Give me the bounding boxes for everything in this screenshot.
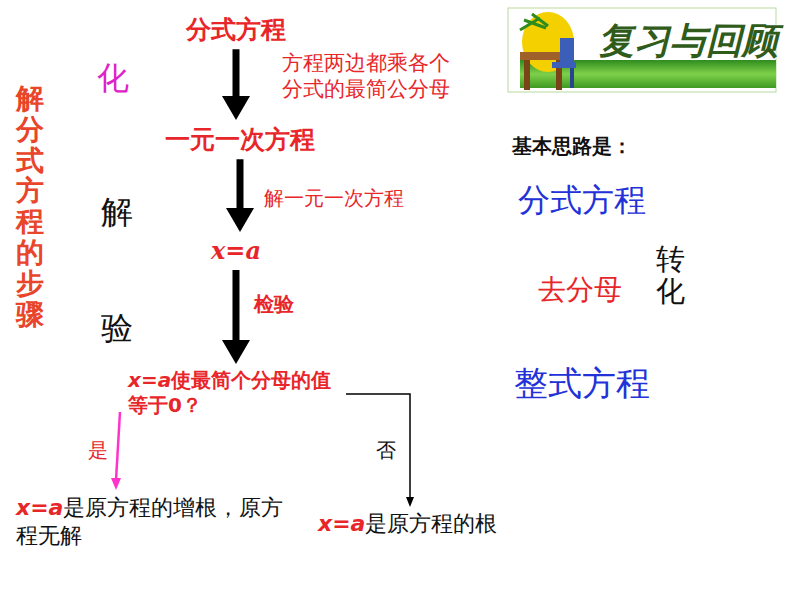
result-extraneous: x=a是原方程的增根，原方程无解 xyxy=(16,494,288,549)
edge-label: 是 xyxy=(86,438,110,463)
idea-text: 分式方程 xyxy=(518,180,646,220)
vertical-title: 解分式方程的步骤 xyxy=(16,84,44,330)
idea-text: 转化 xyxy=(656,244,685,308)
idea-text: 去分母 xyxy=(538,272,622,307)
solution-value: x=a xyxy=(211,236,261,266)
step-label: 解 xyxy=(101,192,133,232)
chair-back xyxy=(560,38,574,64)
node-text: x=a是原方程的增根，原方程无解 xyxy=(16,494,288,549)
check-question: x=a使最简个分母的值等于0？ xyxy=(128,368,342,418)
flow-arrow xyxy=(226,159,254,232)
step-label: 化 xyxy=(97,58,129,98)
edge-label: 否 xyxy=(374,438,398,463)
node-text: 分式方程 xyxy=(186,14,286,45)
node-text: 一元一次方程 xyxy=(165,124,315,155)
result-root: x=a是原方程的根 xyxy=(318,510,568,538)
edge-label: 方程两边都乘各个分式的最简公分母 xyxy=(280,50,468,103)
node-text: x=a xyxy=(211,236,261,266)
note-heading: 基本思路是： xyxy=(512,134,632,159)
desk-leg xyxy=(524,60,530,90)
equation-step: 一元一次方程 xyxy=(165,124,315,155)
flow-arrow xyxy=(222,49,250,120)
branch-arrow xyxy=(346,394,414,507)
branch-arrow xyxy=(111,412,121,490)
chair-leg xyxy=(570,68,574,88)
grass-leaf xyxy=(520,14,548,30)
equation-step: 分式方程 xyxy=(186,14,286,45)
edge-label: 解一元一次方程 xyxy=(262,186,406,211)
idea-text: 整式方程 xyxy=(514,362,650,405)
step-label: 验 xyxy=(101,308,133,348)
node-text: x=a使最简个分母的值等于0？ xyxy=(128,368,342,418)
banner-title: 复习与回顾 xyxy=(598,18,778,63)
flow-arrow xyxy=(222,270,250,364)
chair-seat xyxy=(552,62,576,68)
edge-label: 检验 xyxy=(252,292,296,317)
node-text: x=a是原方程的根 xyxy=(318,510,568,538)
desk-top xyxy=(520,52,566,60)
